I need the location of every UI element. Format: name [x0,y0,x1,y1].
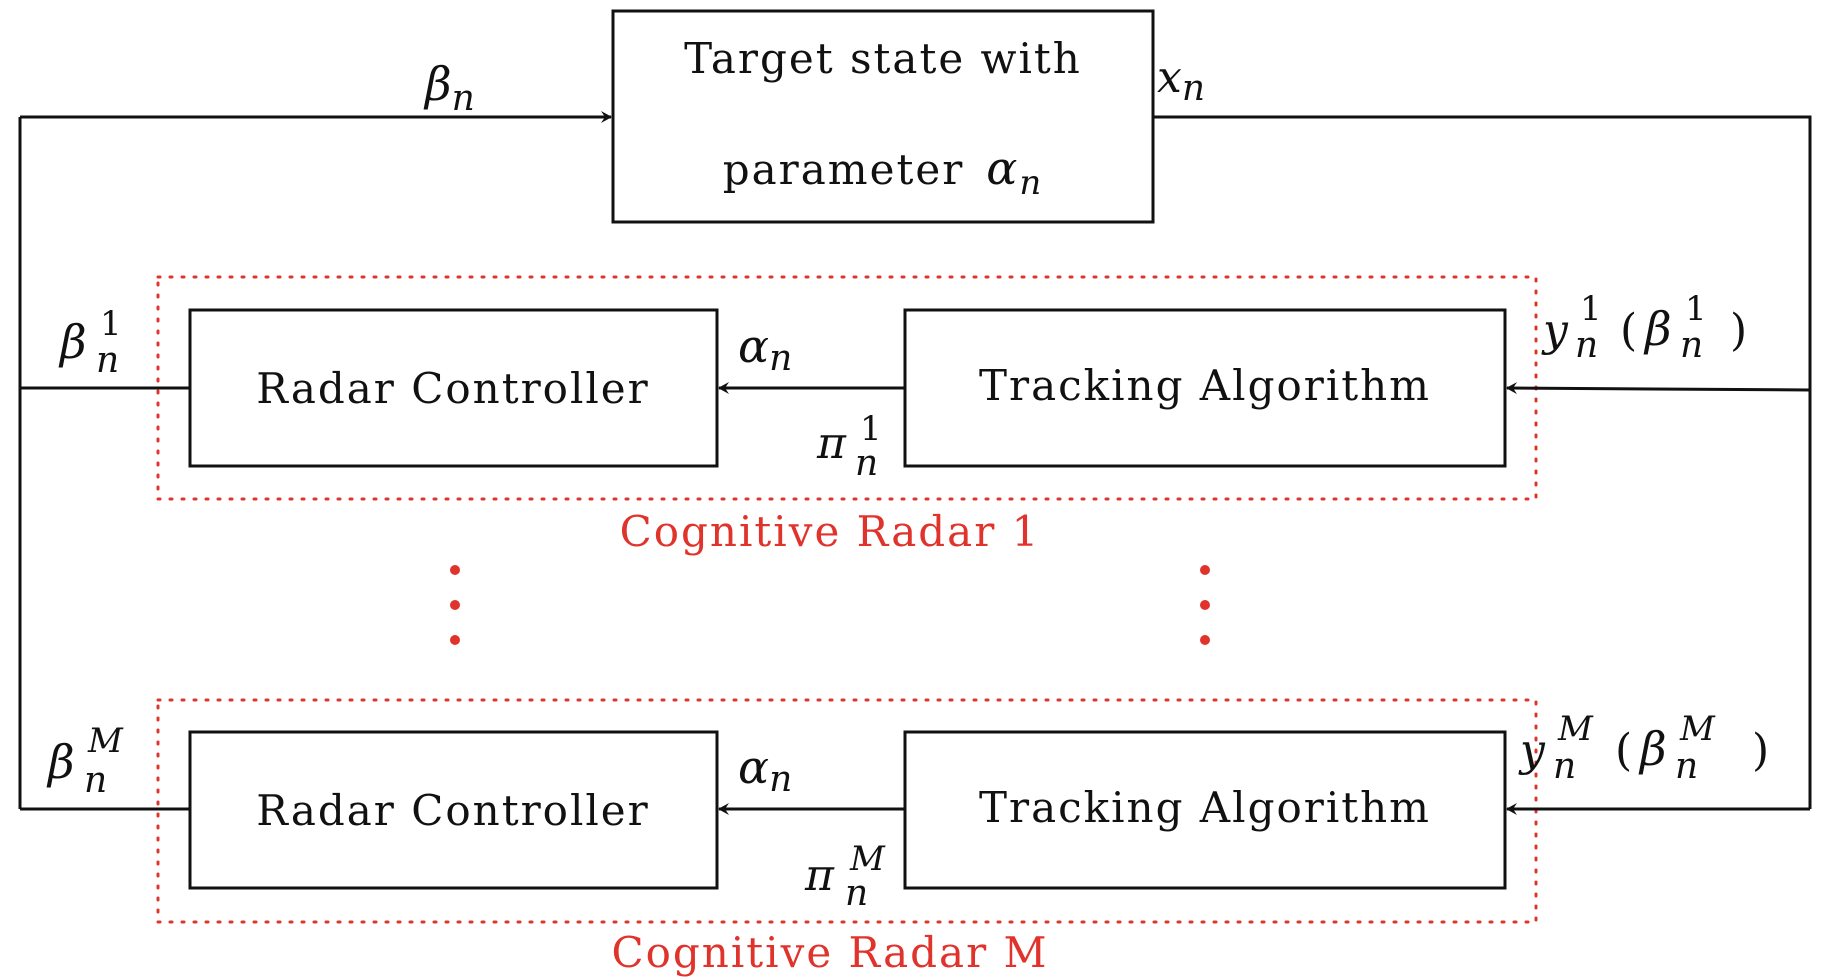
ellipsis-right [1200,565,1210,645]
beta-n-1-sub: n [96,340,119,381]
y-n-m-beta-sup: M [1679,709,1716,749]
radar-controller-m-label: Radar Controller [256,786,650,835]
y-n-m-sub: n [1553,746,1576,787]
y-n-1-beta-sup: 1 [1685,289,1707,329]
target-box-line2: parameter αn [723,141,1044,203]
y-n-1-label: y [1541,305,1569,356]
y-n-1-beta-sub: n [1680,325,1703,366]
beta-n-top-label: βn [423,57,475,119]
y-n-m-rparen: ) [1752,725,1769,776]
target-state-box [611,9,1155,224]
x-n-label: xn [1157,52,1205,109]
radar-controller-m-box [188,730,719,890]
y-n-1-lparen: ( [1620,305,1637,356]
y-n-m-label: y [1518,725,1546,776]
y-n-m-beta-sub: n [1675,746,1698,787]
cognitive-radar-m-caption: Cognitive Radar M [611,928,1048,977]
beta-n-1-label: β [58,315,87,369]
pi-n-1-sub: n [855,443,878,484]
y-n-1-rparen: ) [1730,305,1747,356]
y-n-1-sup: 1 [1580,289,1602,329]
alpha-subscript: n [1019,163,1043,203]
pi-n-m-label: π [804,850,835,901]
y-n-m-beta: β [1638,722,1667,776]
beta-n-1-sup: 1 [100,304,122,344]
target-box-line2-text: parameter [723,145,965,194]
beta-n-m-label: β [46,735,75,789]
y-n-m-sup: M [1557,709,1594,749]
radar-controller-1-box [188,308,719,468]
y-n-1-sub: n [1575,325,1598,366]
tracking-algorithm-m-label: Tracking Algorithm [979,783,1431,832]
alpha-symbol: α [986,141,1019,195]
tracking-algorithm-1-label: Tracking Algorithm [979,361,1431,410]
y-n-m-lparen: ( [1615,725,1632,776]
pi-n-1-sup: 1 [860,409,882,449]
alpha-n-m-label: αn [738,740,792,800]
pi-n-m-sup: M [849,839,886,879]
alpha-n-1-label: αn [738,319,792,379]
cognitive-radar-m-frame [156,698,1538,924]
radar-controller-1-label: Radar Controller [256,364,650,413]
tracking-algorithm-m-box [903,730,1507,890]
pi-n-1-label: π [816,418,847,469]
beta-n-m-sub: n [84,760,107,801]
ellipsis-left [450,565,460,645]
target-box-line1: Target state with [684,34,1082,83]
cognitive-radar-1-caption: Cognitive Radar 1 [620,507,1041,556]
pi-n-m-sub: n [845,873,868,914]
y-n-1-beta: β [1643,302,1672,356]
connectors [18,111,1812,815]
beta-n-m-sup: M [87,721,124,761]
